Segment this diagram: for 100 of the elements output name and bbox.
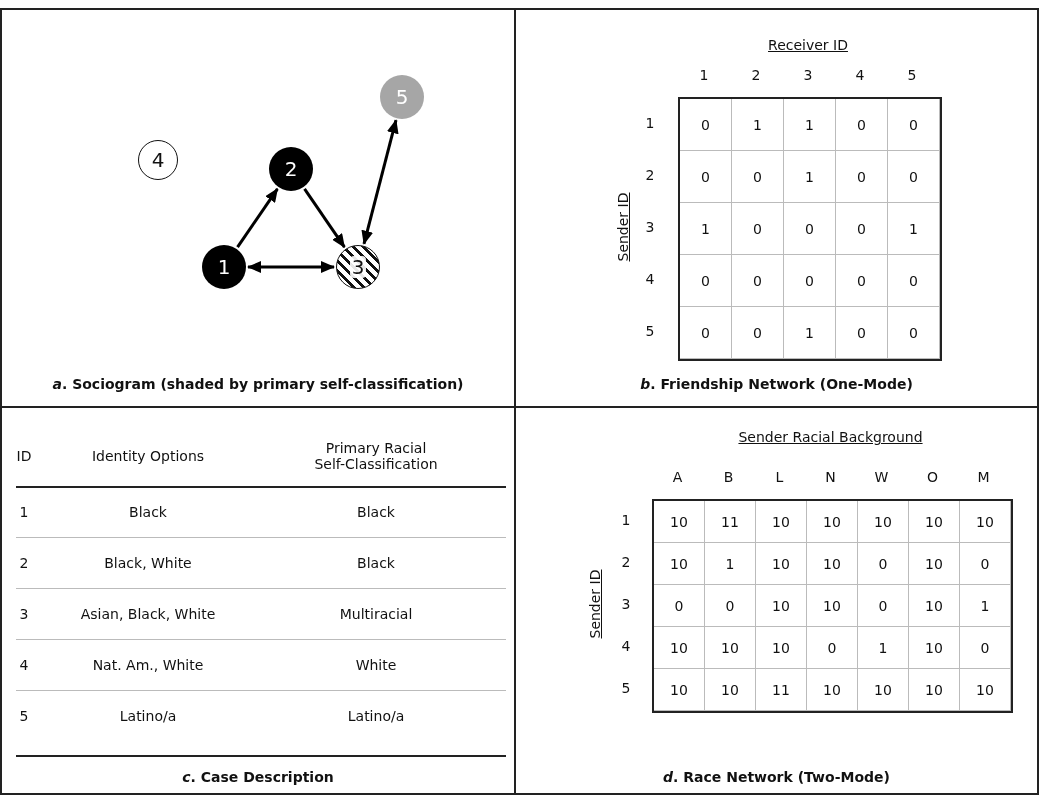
matrix-cell: 10 bbox=[807, 585, 858, 627]
matrix-cell: 0 bbox=[836, 99, 888, 151]
row-header: 2 bbox=[621, 554, 631, 570]
matrix-cell: 0 bbox=[732, 151, 784, 203]
network-node-circle: 5 bbox=[380, 75, 424, 119]
table-cell: White bbox=[355, 657, 397, 673]
matrix-cell: 0 bbox=[836, 151, 888, 203]
matrix-cell: 0 bbox=[888, 151, 940, 203]
column-header: 4 bbox=[855, 67, 865, 83]
axis-title: Sender ID bbox=[615, 192, 631, 262]
row-header: 4 bbox=[621, 638, 631, 654]
arrow bbox=[303, 187, 346, 249]
matrix-cell: 10 bbox=[960, 501, 1011, 543]
column-header: A bbox=[672, 469, 683, 485]
matrix-cell: 0 bbox=[680, 255, 732, 307]
matrix-cell: 0 bbox=[732, 307, 784, 359]
row-header: 4 bbox=[645, 271, 655, 287]
column-header: M bbox=[977, 469, 990, 485]
matrix-cell: 1 bbox=[784, 151, 836, 203]
matrix-cell: 11 bbox=[756, 669, 807, 711]
matrix-cell: 10 bbox=[909, 585, 960, 627]
matrix-cell: 10 bbox=[807, 501, 858, 543]
matrix-cell: 0 bbox=[680, 151, 732, 203]
matrix-cell: 10 bbox=[654, 669, 705, 711]
matrix-cell: 10 bbox=[807, 669, 858, 711]
axis-title: Sender Racial Background bbox=[738, 429, 923, 445]
row-header: 5 bbox=[645, 323, 655, 339]
panel-caption: a. Sociogram (shaded by primary self-classification) bbox=[52, 376, 464, 392]
column-header: N bbox=[825, 469, 836, 485]
table-cell: Multiracial bbox=[339, 606, 413, 622]
matrix-cell: 0 bbox=[836, 203, 888, 255]
table-cell: Latino/a bbox=[347, 708, 405, 724]
figure-panel bbox=[514, 8, 1039, 408]
matrix-cell: 1 bbox=[888, 203, 940, 255]
matrix-cell: 0 bbox=[654, 585, 705, 627]
row-header: 1 bbox=[621, 512, 631, 528]
arrow bbox=[361, 119, 399, 245]
matrix-cell: 0 bbox=[680, 307, 732, 359]
matrix-cell: 0 bbox=[858, 543, 909, 585]
network-node-circle: 4 bbox=[138, 140, 178, 180]
matrix-cell: 10 bbox=[756, 627, 807, 669]
table-cell: Black, White bbox=[104, 555, 192, 571]
matrix-cell: 10 bbox=[705, 669, 756, 711]
matrix-cell: 10 bbox=[654, 501, 705, 543]
column-header: B bbox=[723, 469, 734, 485]
table-header: Primary Racial Self-Classification bbox=[313, 440, 439, 472]
matrix-cell: 0 bbox=[807, 627, 858, 669]
matrix-cell: 10 bbox=[858, 669, 909, 711]
matrix-cell: 10 bbox=[654, 627, 705, 669]
matrix-cell: 10 bbox=[909, 501, 960, 543]
matrix-cell: 10 bbox=[654, 543, 705, 585]
matrix-cell: 10 bbox=[909, 627, 960, 669]
row-header: 2 bbox=[645, 167, 655, 183]
figure-panel bbox=[0, 8, 516, 408]
matrix-cell: 1 bbox=[732, 99, 784, 151]
arrow bbox=[236, 187, 279, 249]
row-header: 5 bbox=[621, 680, 631, 696]
column-header: 1 bbox=[699, 67, 709, 83]
matrix-cell: 10 bbox=[756, 585, 807, 627]
panel-caption: b. Friendship Network (One-Mode) bbox=[640, 376, 913, 392]
column-header: 2 bbox=[751, 67, 761, 83]
matrix-cell: 1 bbox=[705, 543, 756, 585]
table-cell: 2 bbox=[19, 555, 29, 571]
table-cell: 1 bbox=[19, 504, 29, 520]
matrix-cell: 0 bbox=[836, 307, 888, 359]
row-header: 1 bbox=[645, 115, 655, 131]
matrix-cell: 0 bbox=[858, 585, 909, 627]
network-node-circle: 3 bbox=[336, 245, 380, 289]
panel-caption: c. Case Description bbox=[182, 769, 334, 785]
matrix-cell: 10 bbox=[909, 543, 960, 585]
table-header: ID bbox=[15, 448, 33, 464]
matrix-cell: 1 bbox=[960, 585, 1011, 627]
matrix-cell: 0 bbox=[888, 99, 940, 151]
matrix-cell: 10 bbox=[756, 501, 807, 543]
table-cell: Black bbox=[357, 504, 395, 520]
matrix-cell: 10 bbox=[705, 627, 756, 669]
table-cell: 5 bbox=[19, 708, 29, 724]
axis-title: Receiver ID bbox=[768, 37, 848, 53]
column-header: W bbox=[874, 469, 889, 485]
matrix-cell: 10 bbox=[960, 669, 1011, 711]
column-header: 3 bbox=[803, 67, 813, 83]
table-cell: Nat. Am., White bbox=[92, 657, 204, 673]
axis-title: Sender ID bbox=[587, 569, 603, 639]
network-node-circle: 2 bbox=[269, 147, 313, 191]
row-header: 3 bbox=[645, 219, 655, 235]
matrix-cell: 1 bbox=[858, 627, 909, 669]
matrix-cell: 1 bbox=[784, 99, 836, 151]
matrix-cell: 0 bbox=[705, 585, 756, 627]
matrix-cell: 1 bbox=[680, 203, 732, 255]
matrix-cell: 0 bbox=[784, 255, 836, 307]
arrow bbox=[247, 261, 335, 273]
matrix-cell: 10 bbox=[858, 501, 909, 543]
row-header: 3 bbox=[621, 596, 631, 612]
figure-panel bbox=[514, 406, 1039, 795]
matrix-cell: 0 bbox=[680, 99, 732, 151]
matrix-cell: 0 bbox=[888, 307, 940, 359]
matrix-cell: 1 bbox=[784, 307, 836, 359]
table-cell: Black bbox=[357, 555, 395, 571]
table-cell: Black bbox=[129, 504, 167, 520]
table-header: Identity Options bbox=[90, 448, 206, 464]
